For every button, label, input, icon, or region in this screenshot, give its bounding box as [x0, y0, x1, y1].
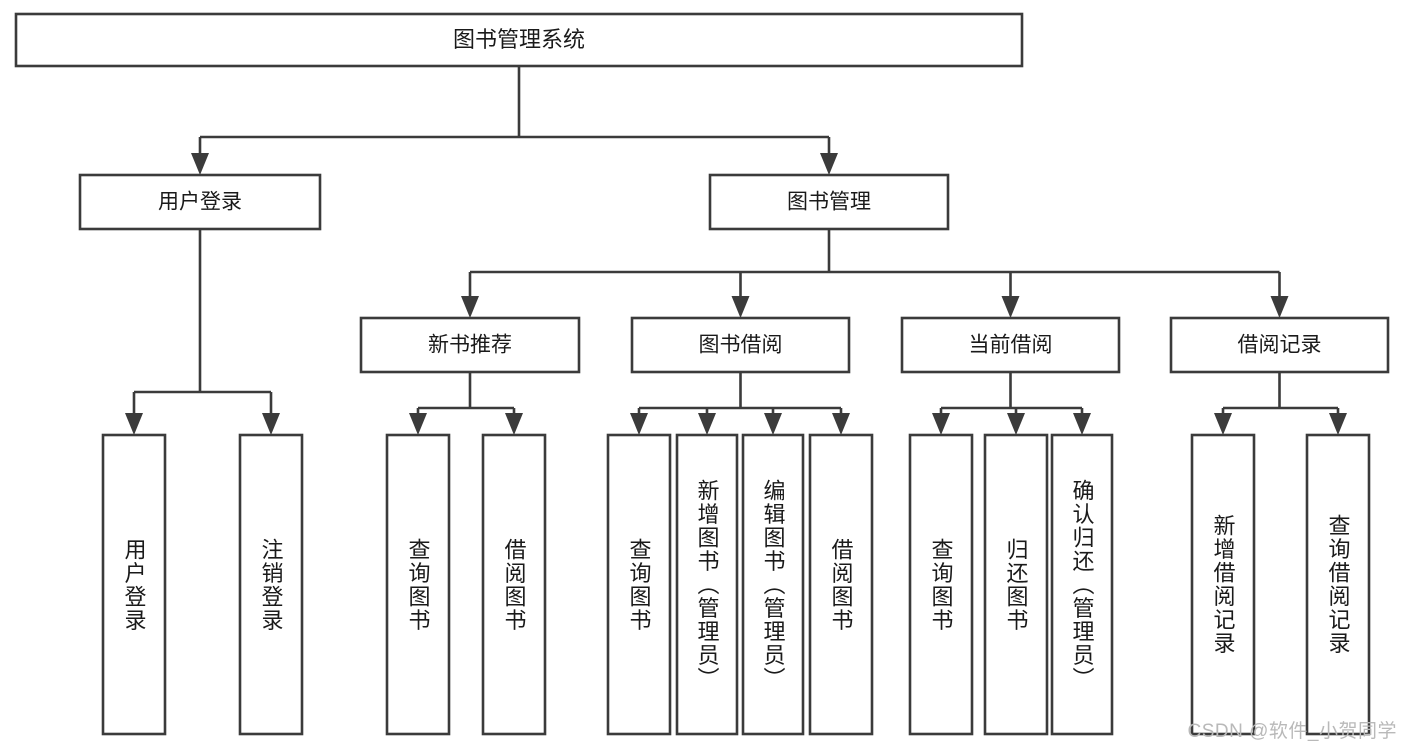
node-box-leaf-add-book-admin [675, 433, 739, 736]
connector-layer [125, 66, 1347, 435]
node-label-new-book-rec: 新书推荐 [428, 334, 512, 357]
arrow-head-leaf-rec-query-book [409, 413, 427, 435]
node-box-new-book-rec [359, 316, 581, 374]
node-label-user-login: 用户登录 [158, 191, 242, 214]
node-box-book-manage [708, 173, 950, 231]
node-box-borrow-record [1169, 316, 1390, 374]
arrow-head-leaf-user-logout [262, 413, 280, 435]
node-box-book-borrow [630, 316, 851, 374]
node-box-leaf-rec-borrow-book [481, 433, 547, 736]
node-box-leaf-query-borrow-record [1305, 433, 1371, 736]
arrow-head-leaf-query-borrow-record [1329, 413, 1347, 435]
node-label-root: 图书管理系统 [453, 27, 585, 52]
node-box-leaf-confirm-return-admin [1050, 433, 1114, 736]
node-box-leaf-return-book [983, 433, 1049, 736]
node-box-leaf-edit-book-admin [741, 433, 805, 736]
node-box-root [14, 12, 1024, 68]
arrow-head-leaf-borrow-book [832, 413, 850, 435]
arrow-head-borrow-record [1270, 296, 1289, 318]
arrow-head-new-book-rec [461, 296, 479, 318]
watermark-text: CSDN @软件_小贺同学 [1187, 721, 1397, 742]
node-box-user-login [78, 173, 322, 231]
arrow-head-leaf-rec-borrow-book [505, 413, 523, 435]
node-box-current-borrow [900, 316, 1121, 374]
arrow-head-book-borrow [731, 296, 750, 318]
arrow-head-leaf-confirm-return-admin [1073, 413, 1091, 435]
node-box-leaf-borrow-book [808, 433, 874, 736]
arrow-head-leaf-add-borrow-record [1214, 413, 1232, 435]
arrow-head-leaf-edit-book-admin [764, 413, 782, 435]
arrow-head-book-manage [820, 153, 838, 175]
arrow-head-leaf-user-login [125, 413, 143, 435]
node-box-leaf-user-logout [238, 433, 304, 736]
node-box-leaf-rec-query-book [385, 433, 451, 736]
arrow-head-leaf-return-book [1007, 413, 1025, 435]
arrow-head-leaf-add-book-admin [698, 413, 716, 435]
arrow-head-current-borrow [1001, 296, 1020, 318]
node-box-layer [14, 12, 1390, 736]
arrow-head-leaf-borrow-query-book [630, 413, 648, 435]
node-box-leaf-borrow-query-book [606, 433, 672, 736]
arrow-head-user-login [191, 153, 209, 175]
node-label-book-borrow: 图书借阅 [699, 334, 783, 357]
node-label-book-manage: 图书管理 [787, 191, 871, 214]
node-box-leaf-add-borrow-record [1190, 433, 1256, 736]
node-label-current-borrow: 当前借阅 [969, 334, 1053, 357]
node-box-leaf-user-login [101, 433, 167, 736]
node-label-borrow-record: 借阅记录 [1238, 334, 1322, 357]
node-box-leaf-cur-query-book [908, 433, 974, 736]
arrow-head-leaf-cur-query-book [932, 413, 950, 435]
